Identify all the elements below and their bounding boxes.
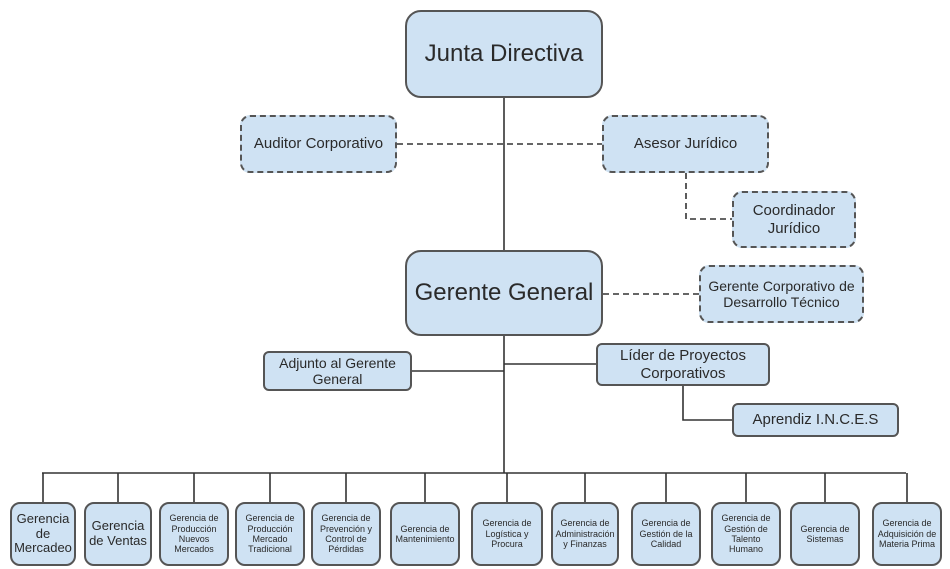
gerencia-box[interactable]: Gerencia de Mercadeo: [10, 502, 76, 566]
gerente-general-box[interactable]: Gerente General: [405, 250, 603, 336]
aprendiz-inces-box[interactable]: Aprendiz I.N.C.E.S: [732, 403, 899, 437]
lider-aprendiz-line: [682, 386, 732, 421]
gerencia-box[interactable]: Gerencia de Gestión de la Calidad: [631, 502, 701, 566]
auditor-corporativo-box[interactable]: Auditor Corporativo: [240, 115, 397, 173]
gerencia-box[interactable]: Gerencia de Prevención y Control de Pérd…: [311, 502, 381, 566]
gerencia-box[interactable]: Gerencia de Logística y Procura: [471, 502, 543, 566]
gerencia-box[interactable]: Gerencia de Adquisición de Materia Prima: [872, 502, 942, 566]
gerencia-box[interactable]: Gerencia de Ventas: [84, 502, 152, 566]
gerencia-box[interactable]: Gerencia de Producción Mercado Tradicion…: [235, 502, 305, 566]
gerencia-box[interactable]: Gerencia de Sistemas: [790, 502, 860, 566]
gerente-desarrollo-tecnico-box[interactable]: Gerente Corporativo de Desarrollo Técnic…: [699, 265, 864, 323]
gerencia-box[interactable]: Gerencia de Producción Nuevos Mercados: [159, 502, 229, 566]
asesor-juridico-box[interactable]: Asesor Jurídico: [602, 115, 769, 173]
junta-directiva-box[interactable]: Junta Directiva: [405, 10, 603, 98]
gerencia-box[interactable]: Gerencia de Administración y Finanzas: [551, 502, 619, 566]
gerencia-box[interactable]: Gerencia de Mantenimiento: [390, 502, 460, 566]
coordinador-juridico-box[interactable]: Coordinador Jurídico: [732, 191, 856, 248]
lider-proyectos-box[interactable]: Líder de Proyectos Corporativos: [596, 343, 770, 386]
gerencia-box[interactable]: Gerencia de Gestión de Talento Humano: [711, 502, 781, 566]
adjunto-gerente-box[interactable]: Adjunto al Gerente General: [263, 351, 412, 391]
asesor-coordinador-line: [685, 173, 732, 220]
